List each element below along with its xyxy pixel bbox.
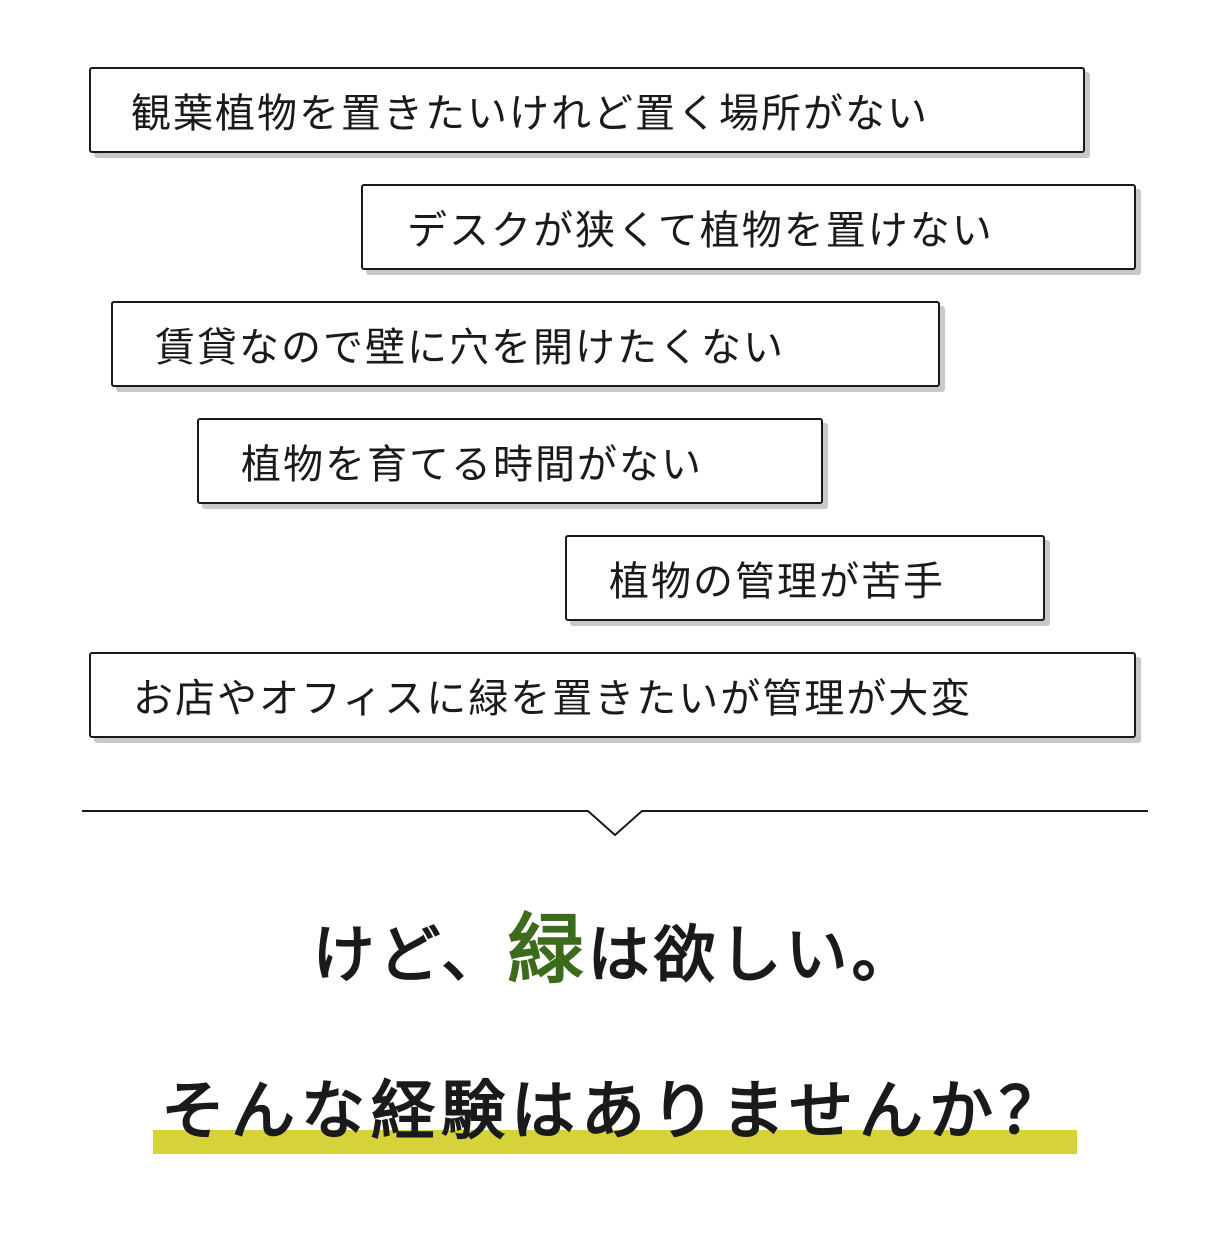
- headline-after: は欲しい。: [587, 918, 918, 991]
- question-section: そんな経験はありませんか？: [0, 1060, 1230, 1154]
- headline-green-word: 緑: [507, 905, 588, 994]
- worry-box-shop-office: お店やオフィスに緑を置きたいが管理が大変: [89, 652, 1136, 738]
- worry-text: 植物を育てる時間がない: [241, 442, 703, 488]
- divider-with-arrow: [82, 810, 1148, 837]
- question-text: そんな経験はありませんか？: [160, 1075, 1070, 1149]
- highlight-bar: [152, 1130, 1078, 1154]
- worry-box-no-time: 植物を育てる時間がない: [197, 418, 823, 504]
- worry-text: デスクが狭くて植物を置けない: [407, 208, 994, 254]
- headline: けど、緑は欲しい。: [0, 888, 1230, 998]
- worry-box-rental-wall: 賃貸なので壁に穴を開けたくない: [111, 301, 940, 387]
- question: そんな経験はありませんか？: [152, 1060, 1078, 1154]
- headline-before: けど、: [312, 918, 508, 991]
- worry-box-no-space: 観葉植物を置きたいけれど置く場所がない: [89, 67, 1085, 153]
- worry-box-narrow-desk: デスクが狭くて植物を置けない: [361, 184, 1136, 270]
- worry-text: 賃貸なので壁に穴を開けたくない: [155, 325, 785, 371]
- worry-text: 観葉植物を置きたいけれど置く場所がない: [131, 91, 929, 137]
- worry-text: 植物の管理が苦手: [609, 559, 945, 605]
- worry-box-bad-at-care: 植物の管理が苦手: [565, 535, 1045, 621]
- worry-text: お店やオフィスに緑を置きたいが管理が大変: [133, 676, 973, 722]
